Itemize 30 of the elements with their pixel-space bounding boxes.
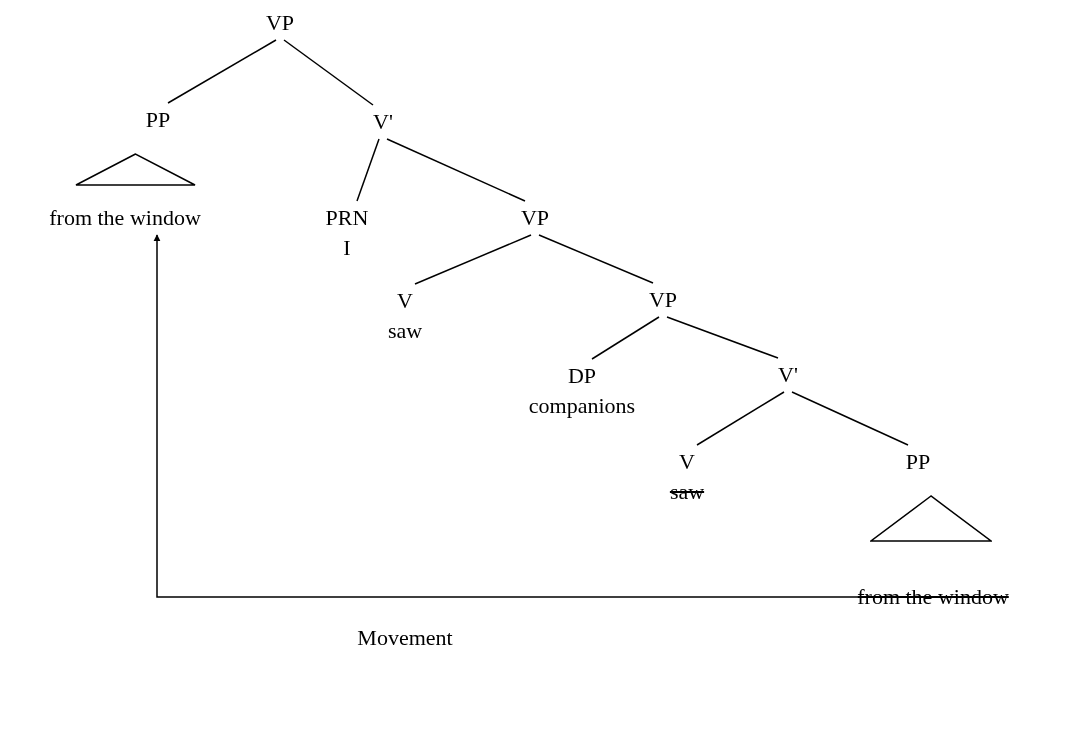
category-label: V'	[373, 108, 393, 136]
branch-line	[538, 234, 654, 284]
category-label: VP	[648, 286, 678, 314]
word-label: I	[342, 234, 352, 262]
branch-line	[386, 138, 526, 202]
movement-arrow	[153, 234, 858, 598]
branch-line	[414, 234, 532, 285]
category-label: V	[678, 448, 696, 476]
word-label: saw	[387, 317, 423, 345]
category-label: VP	[520, 204, 550, 232]
word-label: companions	[528, 392, 636, 420]
branch-line	[283, 39, 374, 106]
category-label: V'	[778, 361, 798, 389]
struck-word: from the window	[857, 583, 1009, 611]
triangle-symbol	[870, 494, 992, 542]
category-label: DP	[566, 362, 598, 390]
category-label: from the window	[49, 204, 201, 232]
triangle-symbol	[74, 152, 196, 186]
struck-word: saw	[669, 478, 705, 506]
branch-line	[791, 391, 909, 446]
category-label: VP	[265, 9, 295, 37]
category-label: PP	[145, 106, 171, 134]
branch-line	[356, 138, 380, 202]
category-label: PRN	[325, 204, 369, 232]
branch-line	[696, 391, 785, 446]
category-label: V	[396, 287, 414, 315]
branch-line	[167, 39, 277, 104]
branch-line	[591, 316, 660, 360]
branch-line	[666, 316, 779, 359]
category-label: PP	[905, 448, 931, 476]
